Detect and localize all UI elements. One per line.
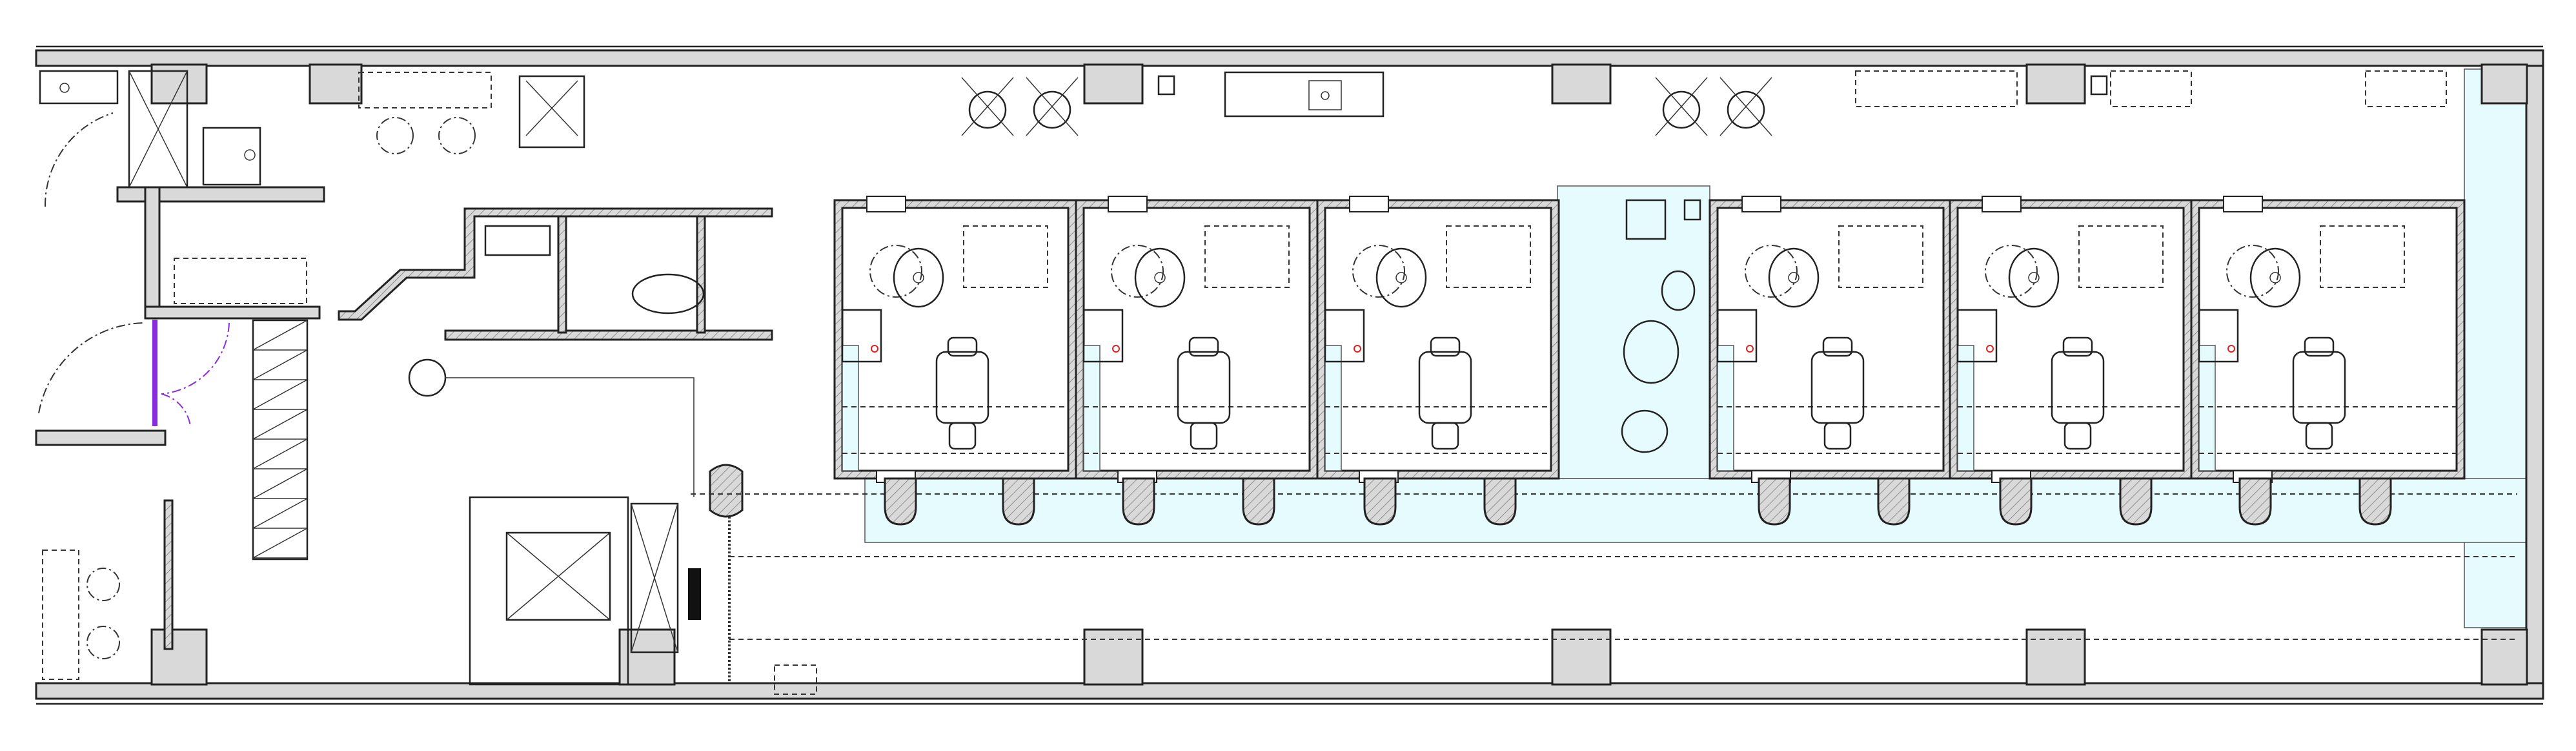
operatory-room xyxy=(1316,196,1560,483)
dental-light-icon xyxy=(2249,247,2301,308)
cabinet xyxy=(2198,309,2239,363)
washroom-walls xyxy=(338,207,773,321)
structural-column xyxy=(1999,477,2033,526)
dental-light-icon xyxy=(2008,247,2060,308)
table-outline xyxy=(358,72,492,108)
lamp-reach xyxy=(1111,245,1164,298)
lamp-reach xyxy=(1352,245,1405,298)
sliding-door[interactable] xyxy=(1108,196,1148,212)
staircase xyxy=(252,319,309,561)
column-ornate xyxy=(709,464,744,518)
wall-pier xyxy=(2025,63,2086,105)
wall-pier xyxy=(2480,63,2528,105)
corridor-zone xyxy=(1557,185,1710,479)
operatory-room xyxy=(1709,196,1952,483)
fixture-marker xyxy=(1986,345,1994,353)
sink-counter xyxy=(39,70,119,105)
front-columns xyxy=(884,477,2392,526)
fixture-marker xyxy=(1354,345,1361,353)
lamp-reach xyxy=(869,245,922,298)
stored-chair-icon xyxy=(961,77,1014,136)
fixture-marker xyxy=(2227,345,2235,353)
exterior-walls xyxy=(35,45,2544,705)
stepping-stone xyxy=(1621,409,1668,453)
dental-chair-icon xyxy=(1418,336,1472,450)
cabinet xyxy=(1324,309,1365,363)
cabinet xyxy=(841,309,882,363)
top-wall xyxy=(35,49,2544,67)
sliding-door[interactable] xyxy=(2223,196,2263,212)
wall-pier xyxy=(1083,63,1144,105)
sliding-door[interactable] xyxy=(1982,196,2022,212)
structural-column xyxy=(2358,477,2392,526)
dental-chair-icon xyxy=(2292,336,2346,450)
front-strip-zone xyxy=(864,478,2527,543)
cabinet xyxy=(1082,309,1124,363)
toilet xyxy=(631,273,705,314)
lamp-reach xyxy=(1985,245,2038,298)
dental-chair-icon xyxy=(1177,336,1231,450)
top-fixtures xyxy=(691,70,2517,640)
dental-light-icon xyxy=(893,247,944,308)
elevator-small xyxy=(518,75,585,149)
sliding-door[interactable] xyxy=(866,196,906,212)
structural-column xyxy=(1483,477,1517,526)
structural-column xyxy=(1363,477,1397,526)
sliding-door[interactable] xyxy=(1349,196,1389,212)
fixture-marker xyxy=(1112,345,1120,353)
structural-column xyxy=(2238,477,2272,526)
structural-column xyxy=(884,477,917,526)
right-wall xyxy=(2525,65,2544,684)
structural-column xyxy=(1002,477,1035,526)
washbasin xyxy=(484,225,551,256)
structural-column xyxy=(2119,477,2153,526)
wall-pier xyxy=(1083,628,1144,686)
wall-pier xyxy=(2025,628,2086,686)
dental-light-icon xyxy=(1375,247,1427,308)
structural-column xyxy=(1758,477,1791,526)
stored-chair-icon xyxy=(1026,77,1079,136)
wall-pier xyxy=(150,628,208,686)
cabinet xyxy=(1956,309,1998,363)
structural-column xyxy=(1242,477,1275,526)
bottom-wall xyxy=(35,682,2544,700)
dental-chair-icon xyxy=(935,336,989,450)
stored-chair-icon xyxy=(1719,77,1772,136)
dental-chair-icon xyxy=(1810,336,1865,450)
operatory-room xyxy=(1075,196,1319,483)
dental-light-icon xyxy=(1768,247,1820,308)
fixture-marker xyxy=(1746,345,1754,353)
dental-chair-icon xyxy=(2051,336,2105,450)
lamp-reach xyxy=(1745,245,1798,298)
shower-tray xyxy=(202,127,261,186)
lamp-reach xyxy=(2226,245,2279,298)
kitchen-counter xyxy=(1224,71,1384,118)
fixture-marker xyxy=(871,345,878,353)
column-round xyxy=(408,358,447,397)
structural-column xyxy=(1122,477,1155,526)
stepping-stone xyxy=(1623,320,1679,384)
stepping-stone xyxy=(1661,270,1696,311)
wall-pier xyxy=(2480,628,2528,686)
right-edge-zone xyxy=(2464,68,2527,628)
dental-light-icon xyxy=(1134,247,1186,308)
stored-chair-icon xyxy=(1655,77,1708,136)
operatory-room xyxy=(1949,196,2193,483)
cabinet xyxy=(1716,309,1758,363)
elevator xyxy=(505,531,611,621)
service-area xyxy=(35,70,817,695)
operatory-room xyxy=(833,196,1077,483)
stair-shaft xyxy=(630,502,679,653)
highlighted-door[interactable] xyxy=(152,320,157,426)
wall-pier xyxy=(1551,63,1612,105)
bench-outline xyxy=(174,258,307,304)
wall-pier xyxy=(1551,628,1612,686)
sliding-door[interactable] xyxy=(1741,196,1781,212)
wall-pier xyxy=(309,63,363,105)
door-swing xyxy=(44,112,114,207)
structural-column xyxy=(1877,477,1911,526)
operatory-rooms xyxy=(833,196,2466,483)
operatory-room xyxy=(2190,196,2466,483)
